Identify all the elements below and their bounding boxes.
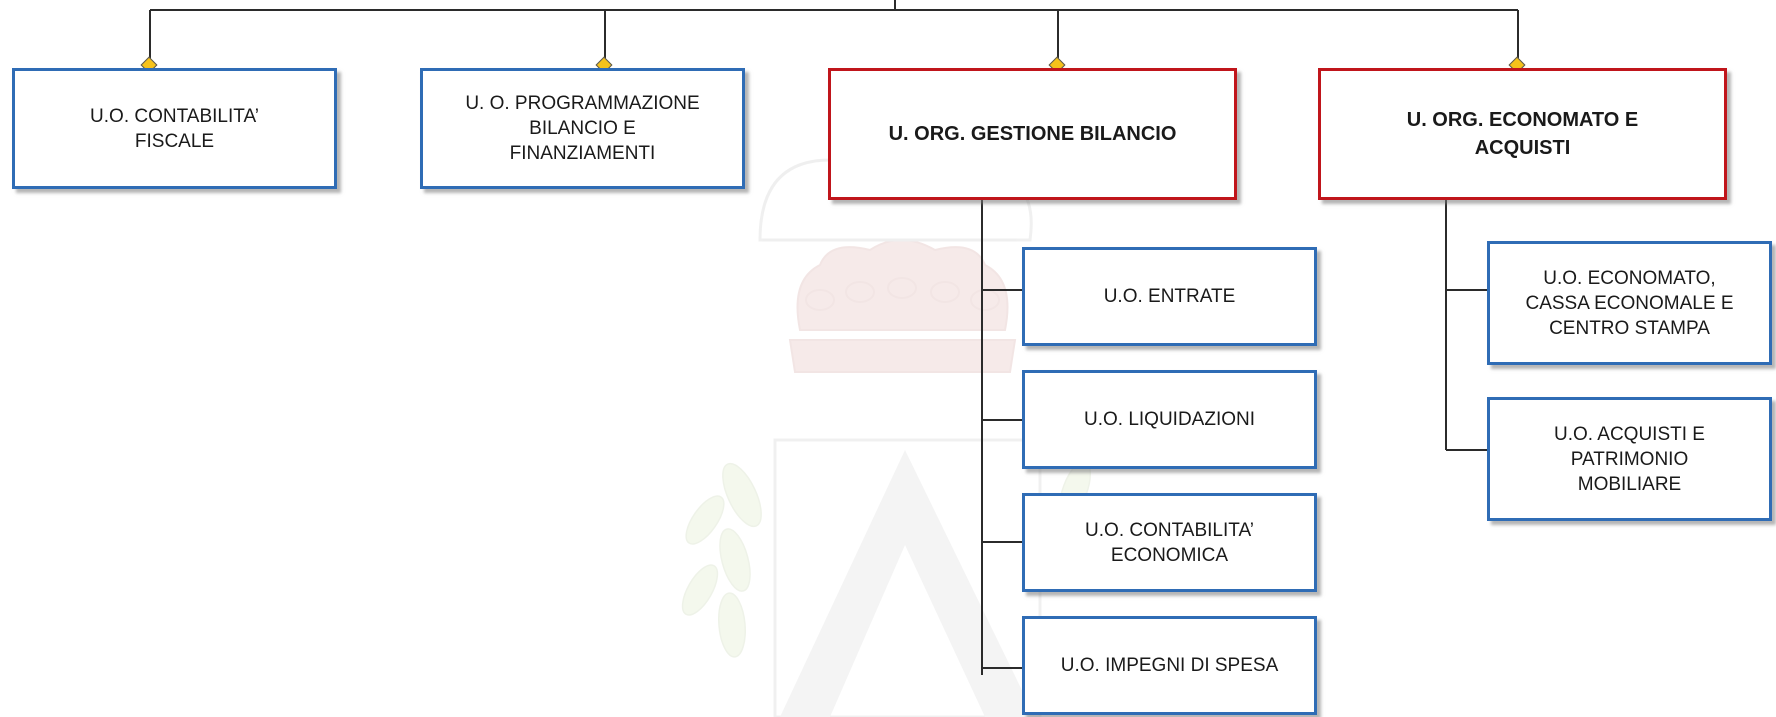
unit-contabilita-fiscale[interactable]: U.O. CONTABILITA’ FISCALE bbox=[12, 68, 337, 189]
unit-label: U. ORG. GESTIONE BILANCIO bbox=[888, 123, 1177, 145]
org-unit-economato-acquisti[interactable]: U. ORG. ECONOMATO E ACQUISTI bbox=[1318, 68, 1727, 200]
unit-acquisti-patrimonio-mobiliare[interactable]: U.O. ACQUISTI E PATRIMONIO MOBILIARE bbox=[1487, 397, 1772, 521]
unit-entrate[interactable]: U.O. ENTRATE bbox=[1022, 247, 1317, 346]
unit-label: U.O. ENTRATE bbox=[1103, 286, 1236, 307]
unit-label: U. ORG. ECONOMATO E ACQUISTI bbox=[1406, 109, 1639, 159]
unit-liquidazioni[interactable]: U.O. LIQUIDAZIONI bbox=[1022, 370, 1317, 469]
unit-impegni-di-spesa[interactable]: U.O. IMPEGNI DI SPESA bbox=[1022, 616, 1317, 715]
unit-label: U.O. CONTABILITA’ FISCALE bbox=[90, 105, 259, 152]
crown-icon bbox=[788, 239, 1017, 373]
unit-label: U.O. ACQUISTI E PATRIMONIO MOBILIARE bbox=[1554, 423, 1705, 495]
unit-label: U.O. IMPEGNI DI SPESA bbox=[1060, 655, 1279, 676]
unit-label: U.O. ECONOMATO, CASSA ECONOMALE E CENTRO… bbox=[1525, 267, 1734, 339]
unit-label: U.O. CONTABILITA’ ECONOMICA bbox=[1085, 519, 1254, 566]
unit-label: U.O. LIQUIDAZIONI bbox=[1083, 409, 1256, 430]
org-unit-gestione-bilancio[interactable]: U. ORG. GESTIONE BILANCIO bbox=[828, 68, 1237, 200]
shield-icon bbox=[773, 438, 1042, 717]
unit-programmazione-bilancio[interactable]: U. O. PROGRAMMAZIONE BILANCIO E FINANZIA… bbox=[420, 68, 745, 189]
unit-economato-cassa-centro-stampa[interactable]: U.O. ECONOMATO, CASSA ECONOMALE E CENTRO… bbox=[1487, 241, 1772, 365]
unit-contabilita-economica[interactable]: U.O. CONTABILITA’ ECONOMICA bbox=[1022, 493, 1317, 592]
unit-label: U. O. PROGRAMMAZIONE BILANCIO E FINANZIA… bbox=[465, 93, 700, 164]
